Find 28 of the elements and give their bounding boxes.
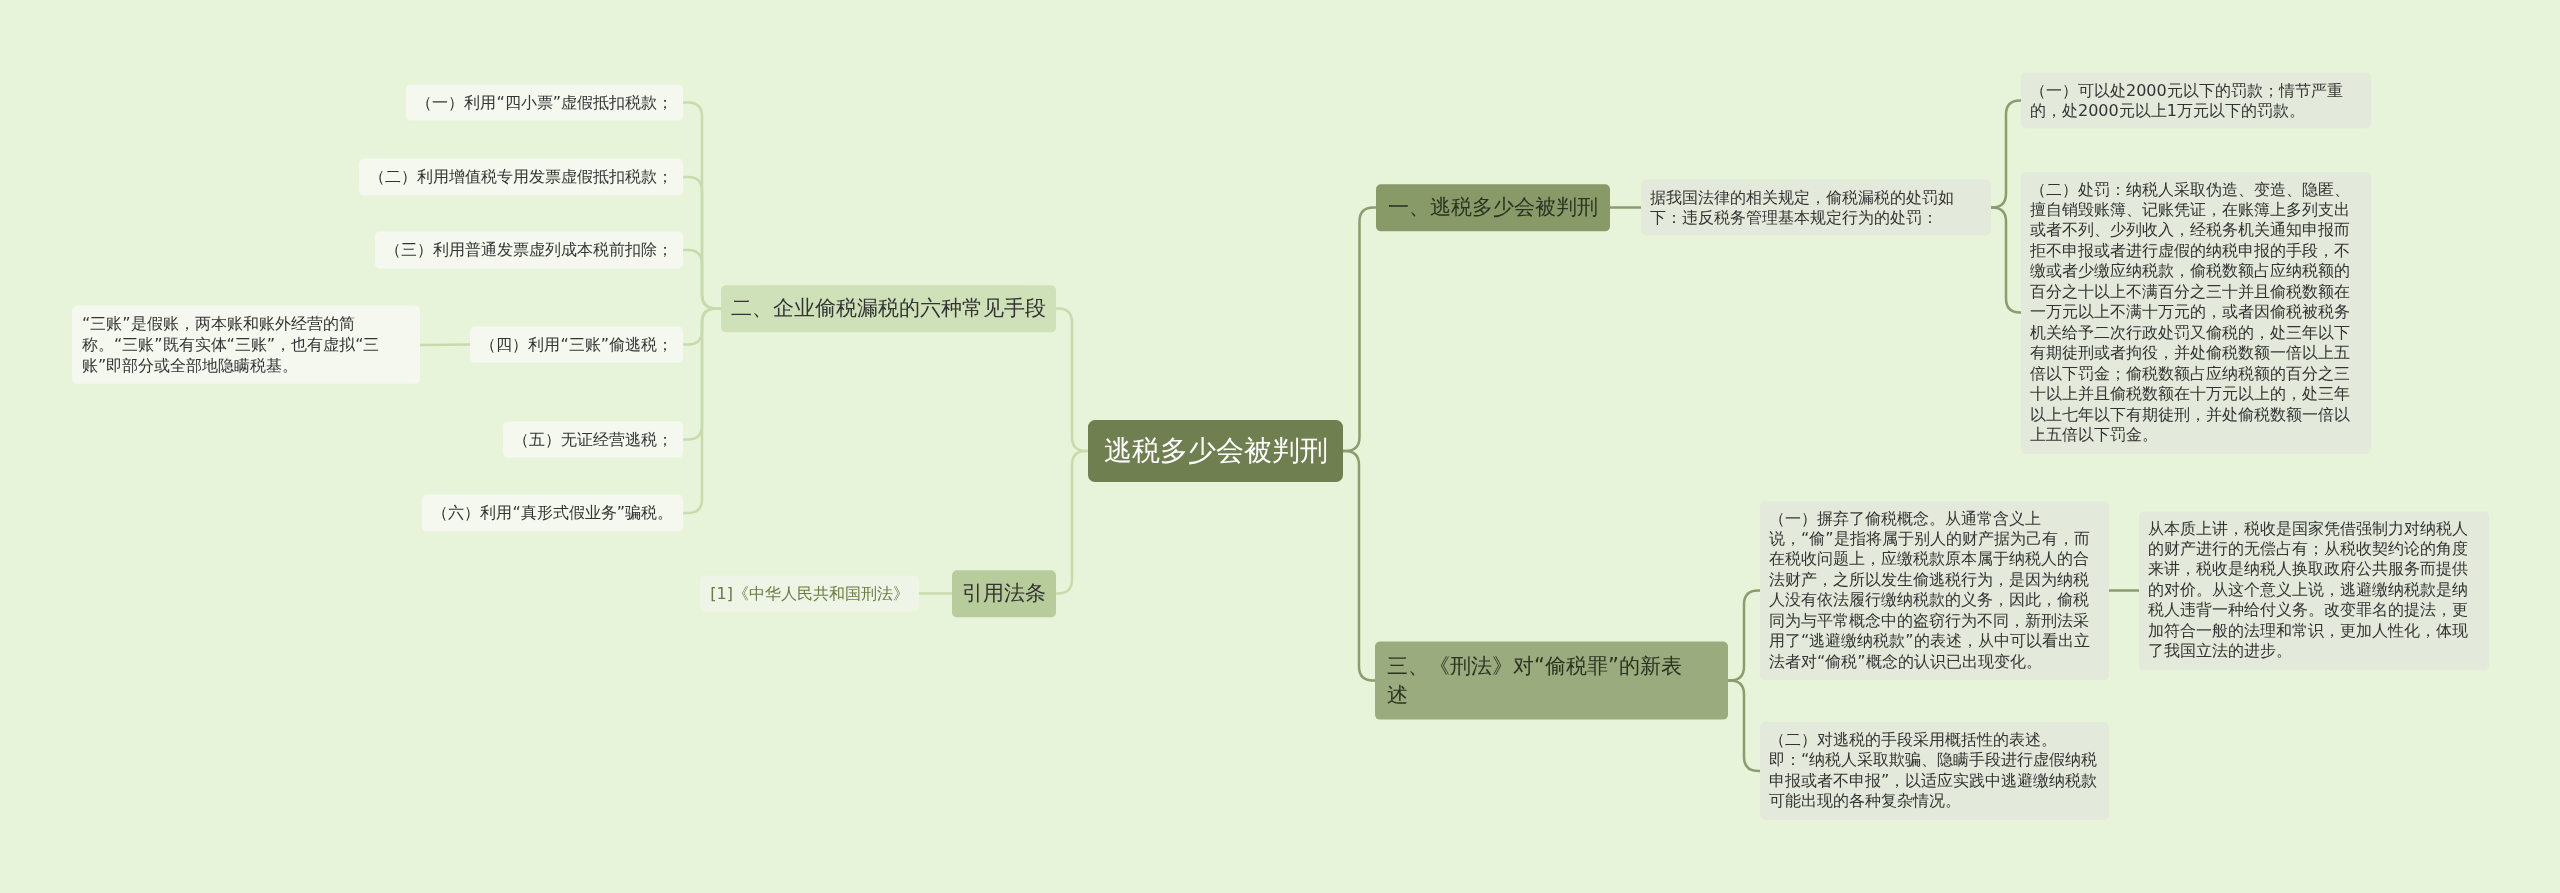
subtopic-box: （一）利用“四小票”虚假抵扣税款； xyxy=(406,84,683,121)
connector-line xyxy=(2107,589,2141,592)
connector-line xyxy=(917,592,954,595)
connector-line xyxy=(418,343,472,347)
citation-box: [1]《中华人民共和国刑法》 xyxy=(700,575,919,612)
subtopic-box: （二）对逃税的手段采用概括性的表述。即：“纳税人采取欺骗、隐瞒手段进行虚假纳税申报或者不申报”，以适应实践中逃避缴纳税款可能出现的各种复杂情况。 xyxy=(1760,722,2109,820)
topic-box: 一、逃税多少会被判刑 xyxy=(1376,183,1610,232)
subtopic-box: （四）利用“三账”偷逃税； xyxy=(470,326,683,363)
subtopic-box: （五）无证经营逃税； xyxy=(503,421,683,458)
subtopic-box: （三）利用普通发票虚列成本税前扣除； xyxy=(375,231,683,269)
connector-line xyxy=(1054,449,1090,595)
topic-box: 三、《刑法》对“偷税罪”的新表述 xyxy=(1375,641,1728,720)
connector-line xyxy=(1989,206,2023,314)
topic-box: 二、企业偷税漏税的六种常见手段 xyxy=(721,284,1056,333)
subtopic-box: 从本质上讲，税收是国家凭借强制力对纳税人的财产进行的无偿占有；从税收契约论的角度来讲，税收是纳税人换取政府公共服务而提供的对价。从这个意义上说，逃避缴纳税款是纳税人违背一种给付义务。改变罪名的提法，更加符合一般的法理和常识，更加人性化，体现了我国立法的进步。 xyxy=(2139,510,2489,671)
topic-box: 引用法条 xyxy=(952,569,1056,618)
connector-line xyxy=(1726,679,1762,773)
subtopic-box: （一）摒弃了偷税概念。从通常含义上说，“偷”是指将属于别人的财产据为己有，而在税收问题上，应缴税款原本属于纳税人的合法财产，之所以发生偷逃税行为，是因为纳税人没有依法履行缴纳税款的义务，因此，偷税同为与平常概念中的盗窃行为不同，新刑法采用了“逃避缴纳税款”的表述，从中可以看出立法者对“偷税”概念的认识已出现变化。 xyxy=(1760,500,2109,681)
connector-line xyxy=(681,307,723,515)
subtopic-box: 据我国法律的相关规定，偷税漏税的处罚如下：违反税务管理基本规定行为的处罚： xyxy=(1641,179,1991,236)
connector-line xyxy=(1341,449,1377,682)
subtopic-box: “三账”是假账，两本账和账外经营的简称。“三账”既有实体“三账”，也有虚拟“三账”即部分或全部地隐瞒税基。 xyxy=(72,305,420,385)
central-topic: 逃税多少会被判刑 xyxy=(1088,420,1343,482)
connector-line xyxy=(1608,206,1643,209)
subtopic-box: （二）处罚：纳税人采取伪造、变造、隐匿、擅自销毁账簿、记账凭证，在账簿上多列支出或者不列、少列收入，经税务机关通知申报而拒不申报或者进行虚假的纳税申报的手段，不缴或者少缴应纳税款，偷税数额占应纳税额的百分之十以上不满百分之三十并且偷税数额在一万元以上不满十万元的，或者因偷税被税务机关给予二次行政处罚又偷税的，处三年以下有期徒刑或者拘役，并处偷税数额一倍以上五倍以下罚金；偷税数额占应纳税额的百分之三十以上并且偷税数额在十万元以上的，处三年以上七年以下有期徒刑，并处偷税数额一倍以上五倍以下罚金。 xyxy=(2021,171,2371,454)
subtopic-box: （六）利用“真形式假业务”骗税。 xyxy=(422,494,683,532)
subtopic-box: （一）可以处2000元以下的罚款；情节严重的，处2000元以上1万元以下的罚款。 xyxy=(2021,72,2371,129)
subtopic-box: （二）利用增值税专用发票虚假抵扣税款； xyxy=(359,158,683,196)
